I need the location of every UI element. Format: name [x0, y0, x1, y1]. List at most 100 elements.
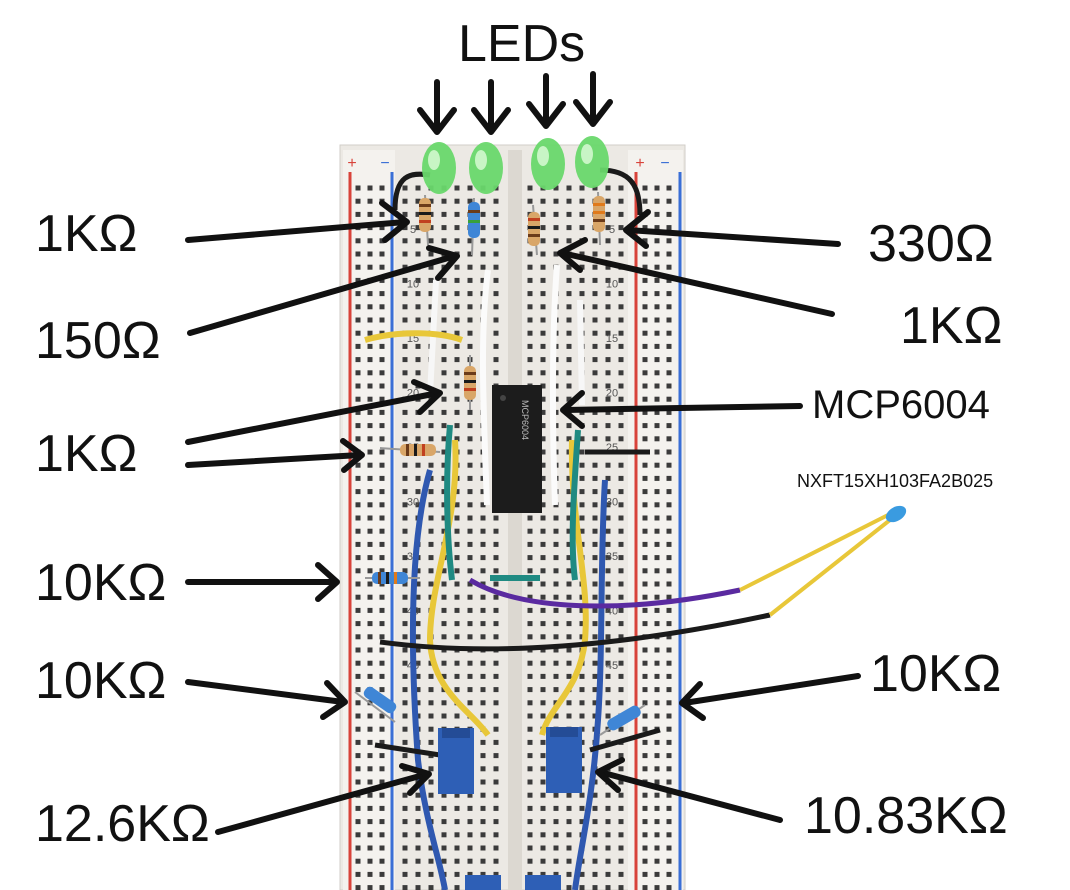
breadboard-hole [402, 832, 408, 838]
breadboard-hole [579, 528, 585, 534]
breadboard-hole [379, 515, 385, 521]
breadboard-hole [355, 489, 361, 495]
blue-wire-left [410, 469, 448, 890]
breadboard-hole [666, 726, 672, 732]
breadboard-hole [527, 198, 533, 204]
breadboard-hole [618, 211, 624, 217]
breadboard-hole [618, 502, 624, 508]
breadboard-hole [527, 607, 533, 613]
breadboard-hole [379, 726, 385, 732]
breadboard-hole [618, 726, 624, 732]
breadboard-hole [467, 449, 473, 455]
breadboard-hole [642, 515, 648, 521]
breadboard-hole [441, 594, 447, 600]
breadboard-hole [540, 766, 546, 772]
breadboard-hole [415, 370, 421, 376]
breadboard-hole [666, 357, 672, 363]
breadboard-hole [493, 805, 499, 811]
breadboard-hole [618, 805, 624, 811]
breadboard-hole [666, 819, 672, 825]
breadboard-hole [527, 687, 533, 693]
breadboard-hole [467, 621, 473, 627]
breadboard-hole [566, 871, 572, 877]
breadboard-hole [454, 238, 460, 244]
breadboard-hole [355, 528, 361, 534]
breadboard-hole [618, 700, 624, 706]
breadboard-hole [367, 739, 373, 745]
breadboard-hole [355, 713, 361, 719]
breadboard-hole [666, 462, 672, 468]
breadboard-hole [540, 792, 546, 798]
breadboard-hole [605, 291, 611, 297]
breadboard-hole [367, 726, 373, 732]
breadboard-hole [642, 528, 648, 534]
breadboard-hole [618, 409, 624, 415]
breadboard-hole [605, 819, 611, 825]
breadboard-hole [402, 634, 408, 640]
breadboard-hole [605, 660, 611, 666]
breadboard-hole [355, 726, 361, 732]
breadboard-hole [654, 291, 660, 297]
breadboard-hole [480, 766, 486, 772]
breadboard-hole [605, 515, 611, 521]
breadboard-hole [618, 660, 624, 666]
breadboard-hole [367, 594, 373, 600]
breadboard-hole [367, 330, 373, 336]
breadboard-hole [367, 185, 373, 191]
led-arrow-3 [526, 73, 566, 129]
breadboard-hole [553, 713, 559, 719]
breadboard-hole [579, 251, 585, 257]
breadboard-hole [592, 568, 598, 574]
breadboard-hole [467, 845, 473, 851]
breadboard-hole [605, 634, 611, 640]
bottom-pot-left [465, 875, 501, 890]
breadboard-hole [566, 885, 572, 890]
breadboard-hole [454, 330, 460, 336]
breadboard-hole [666, 264, 672, 270]
breadboard-hole [415, 436, 421, 442]
breadboard-hole [441, 673, 447, 679]
breadboard-hole [454, 594, 460, 600]
breadboard-hole [642, 251, 648, 257]
breadboard-hole [415, 871, 421, 877]
breadboard-hole [355, 515, 361, 521]
breadboard-hole [666, 528, 672, 534]
black-jumper-bottom-right [589, 727, 661, 753]
breadboard-hole [540, 409, 546, 415]
breadboard-hole [540, 858, 546, 864]
breadboard-hole [553, 581, 559, 587]
breadboard-hole [428, 238, 434, 244]
breadboard-hole [618, 304, 624, 310]
breadboard-hole [618, 423, 624, 429]
breadboard-hole [355, 304, 361, 310]
breadboard-hole [566, 383, 572, 389]
breadboard-hole [540, 832, 546, 838]
breadboard-hole [666, 330, 672, 336]
breadboard-hole [454, 304, 460, 310]
breadboard-hole [367, 198, 373, 204]
breadboard-hole [654, 621, 660, 627]
breadboard-hole [666, 370, 672, 376]
breadboard-hole [605, 185, 611, 191]
potentiometer-right [546, 727, 582, 793]
label-left-150: 150Ω [35, 312, 161, 370]
breadboard-hole [654, 370, 660, 376]
breadboard-hole [654, 885, 660, 890]
breadboard-hole [480, 634, 486, 640]
breadboard-hole [592, 581, 598, 587]
breadboard-hole [415, 211, 421, 217]
breadboard-hole [355, 753, 361, 759]
breadboard-hole [415, 621, 421, 627]
breadboard-hole [666, 766, 672, 772]
breadboard-hole [415, 489, 421, 495]
breadboard-hole [642, 198, 648, 204]
breadboard-hole [402, 357, 408, 363]
breadboard-hole [566, 277, 572, 283]
breadboard-hole [592, 291, 598, 297]
breadboard-hole [467, 502, 473, 508]
breadboard-hole [415, 568, 421, 574]
breadboard-hole [493, 211, 499, 217]
breadboard-hole [480, 264, 486, 270]
breadboard-hole [441, 660, 447, 666]
breadboard-hole [415, 475, 421, 481]
